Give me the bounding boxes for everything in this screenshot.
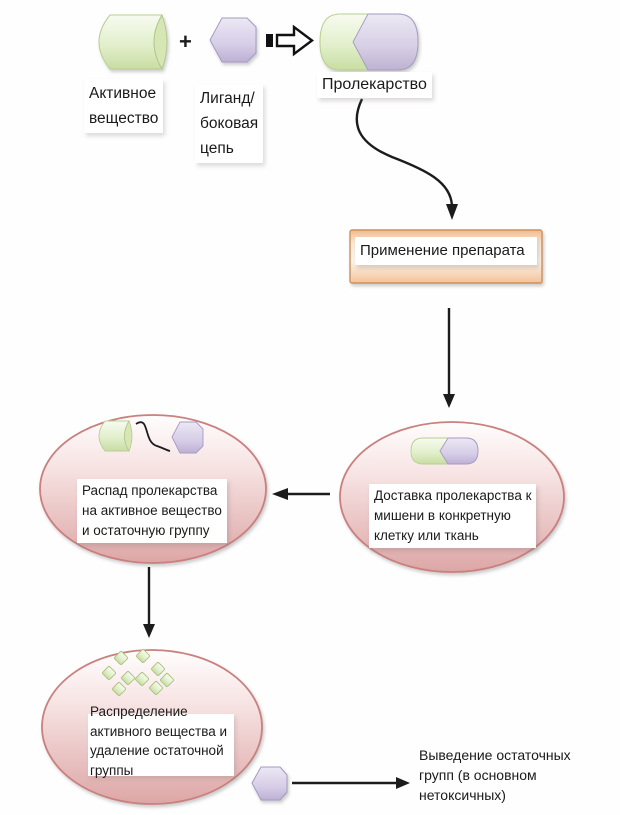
arrow-breakdown-to-distribution	[143, 567, 155, 638]
application-label: Применение препарата	[355, 237, 537, 265]
distribution-label-background	[88, 714, 234, 776]
distribution-label: Распределение активного вещества и удале…	[90, 704, 228, 778]
split-hexagon-small-icon	[171, 421, 204, 454]
residual-hexagon-icon	[251, 766, 288, 801]
ligand-label: Лиганд/ боковая цепь	[195, 84, 264, 163]
ligand-hexagon-icon	[209, 17, 257, 63]
prodrug-capsule-small-icon	[410, 437, 479, 465]
prodrug-capsule-icon	[319, 13, 419, 71]
arrow-prodrug-to-application	[355, 98, 458, 220]
active-substance-label: Активное вещество	[84, 79, 164, 133]
distribution-particles-icon	[102, 649, 174, 696]
arrow-residual-to-excretion	[292, 777, 410, 789]
split-cylinder-small-icon	[98, 420, 133, 452]
conversion-block-arrow-icon	[266, 24, 314, 57]
plus-sign: +	[179, 29, 192, 54]
arrow-delivery-to-breakdown	[272, 488, 330, 500]
active-substance-open-cylinder-icon	[98, 14, 168, 70]
delivery-label: Доставка пролекарства к мишени в конкрет…	[369, 484, 537, 548]
breakdown-label: Распад пролекарства на активное вещество…	[77, 479, 227, 543]
arrow-application-to-delivery	[443, 308, 455, 408]
excretion-label: Выведение остаточных групп (в основном н…	[419, 747, 571, 803]
bond-squiggle-icon	[135, 421, 171, 452]
prodrug-label: Пролекарство	[317, 72, 432, 98]
